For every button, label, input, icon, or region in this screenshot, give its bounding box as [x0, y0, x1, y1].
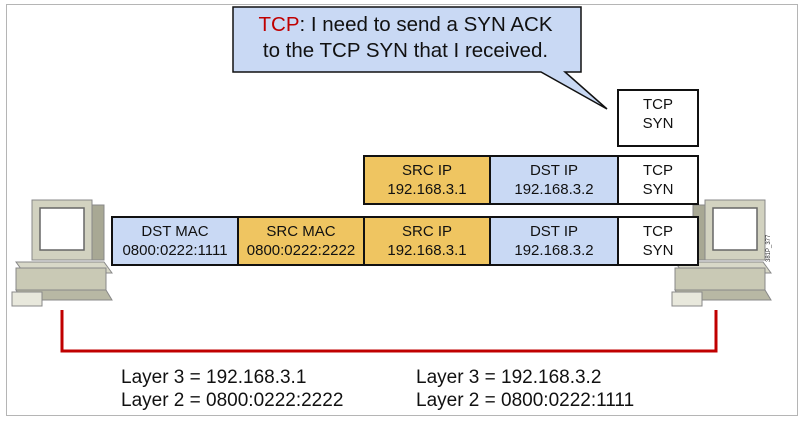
bottom-tcp-syn-field: TCP SYN	[617, 216, 699, 266]
left-layer3-label: Layer 3 = 192.168.3.1	[121, 367, 307, 388]
field-title: DST IP	[529, 162, 579, 179]
figure-code: 381P_377	[766, 234, 772, 262]
right-host-addresses: Layer 3 = 192.168.3.2 Layer 2 = 0800:022…	[416, 366, 634, 412]
field-value: SYN	[642, 181, 674, 198]
right-layer3-label: Layer 3 = 192.168.3.2	[416, 367, 602, 388]
field-value: 192.168.3.1	[387, 181, 467, 198]
top-tcp-syn-field: TCP SYN	[617, 89, 699, 147]
field-value: 192.168.3.2	[514, 181, 594, 198]
network-cable	[60, 310, 718, 353]
field-title: SRC MAC	[266, 223, 336, 240]
field-value: 0800:0222:1111	[122, 242, 228, 259]
field-value: 192.168.3.2	[514, 242, 594, 259]
field-title: SRC IP	[401, 162, 452, 179]
left-layer2-label: Layer 2 = 0800:0222:2222	[121, 390, 344, 411]
callout-line-1: TCP: I need to send a SYN ACK	[238, 12, 573, 38]
middle-src-ip-field: SRC IP 192.168.3.1	[363, 155, 491, 205]
field-value: SYN	[642, 242, 674, 259]
right-computer-icon	[671, 199, 772, 307]
bottom-src-mac-field: SRC MAC 0800:0222:2222	[237, 216, 365, 266]
callout-line-2: to the TCP SYN that I received.	[262, 39, 549, 62]
field-title: DST IP	[529, 223, 579, 240]
field-title: TCP	[643, 162, 673, 179]
middle-dst-ip-field: DST IP 192.168.3.2	[489, 155, 619, 205]
callout-line-1-rest: : I need to send a SYN ACK	[299, 13, 553, 36]
field-value: 192.168.3.1	[387, 242, 467, 259]
bottom-dst-ip-field: DST IP 192.168.3.2	[489, 216, 619, 266]
field-title: SRC IP	[401, 223, 452, 240]
bottom-dst-mac-field: DST MAC 0800:0222:1111	[111, 216, 239, 266]
middle-tcp-syn-field: TCP SYN	[617, 155, 699, 205]
bottom-src-ip-field: SRC IP 192.168.3.1	[363, 216, 491, 266]
field-title: TCP	[643, 223, 673, 240]
field-title: DST MAC	[141, 223, 209, 240]
field-title: TCP	[643, 96, 673, 113]
field-value: 0800:0222:2222	[246, 242, 356, 259]
field-value: SYN	[642, 115, 674, 132]
speech-bubble	[232, 6, 608, 110]
callout-text: TCP: I need to send a SYN ACK to the TCP…	[238, 12, 573, 64]
left-computer-icon	[11, 199, 113, 307]
left-host-addresses: Layer 3 = 192.168.3.1 Layer 2 = 0800:022…	[121, 366, 343, 412]
callout-speaker: TCP	[258, 13, 300, 36]
right-layer2-label: Layer 2 = 0800:0222:1111	[416, 390, 635, 411]
